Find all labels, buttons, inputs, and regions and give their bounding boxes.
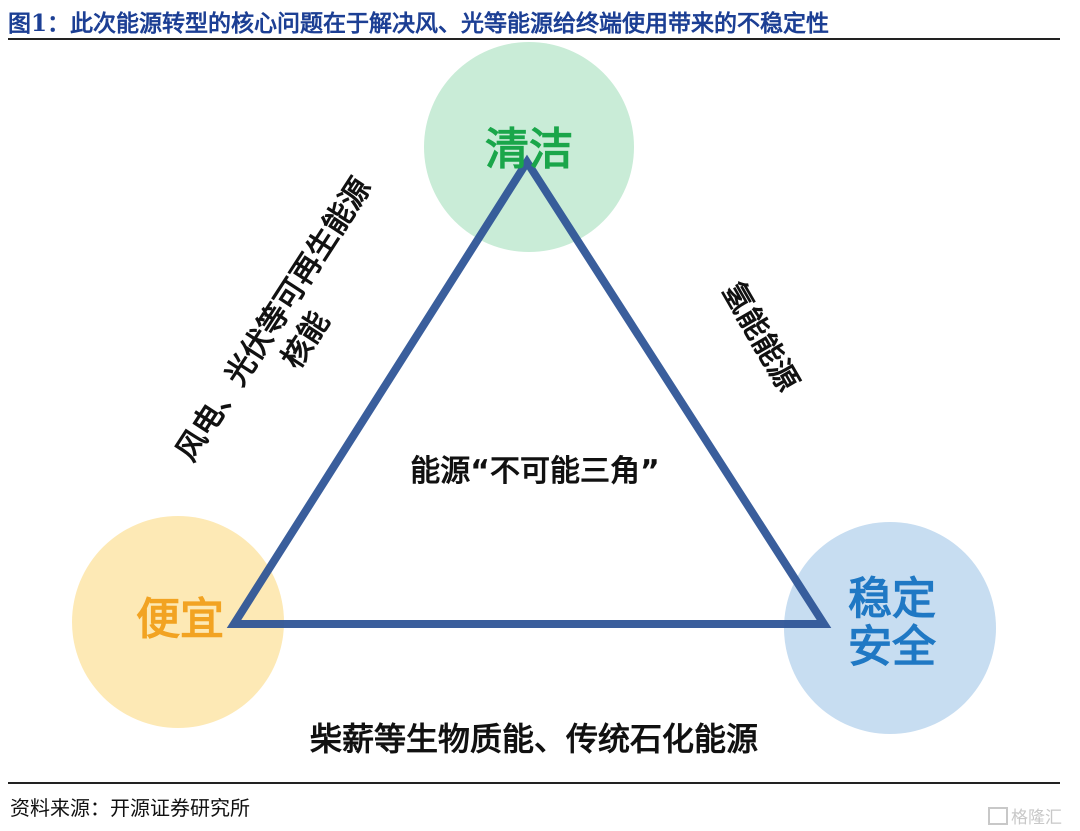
node-stable-safe: 稳定 安全 bbox=[848, 573, 936, 673]
node-safe: 安全 bbox=[848, 622, 936, 673]
source-note: 资料来源：开源证券研究所 bbox=[10, 796, 250, 820]
clean-circle bbox=[424, 42, 634, 252]
title-divider bbox=[8, 38, 1060, 40]
figure-title: 图1：此次能源转型的核心问题在于解决风、光等能源给终端使用带来的不稳定性 bbox=[8, 10, 830, 37]
watermark-text: 格隆汇 bbox=[1011, 808, 1062, 828]
watermark-logo-icon bbox=[988, 807, 1008, 825]
cheap-circle bbox=[72, 516, 284, 728]
node-clean: 清洁 bbox=[485, 123, 573, 175]
footer-divider bbox=[8, 782, 1060, 784]
impossible-triangle bbox=[226, 154, 832, 628]
node-cheap: 便宜 bbox=[136, 593, 224, 645]
bottom-edge-label: 柴薪等生物质能、传统石化能源 bbox=[309, 720, 759, 758]
center-label: 能源“不可能三角” bbox=[410, 454, 660, 489]
node-stable: 稳定 bbox=[848, 573, 936, 625]
stable-circle bbox=[784, 522, 996, 734]
watermark: 格隆汇 bbox=[988, 803, 1062, 828]
